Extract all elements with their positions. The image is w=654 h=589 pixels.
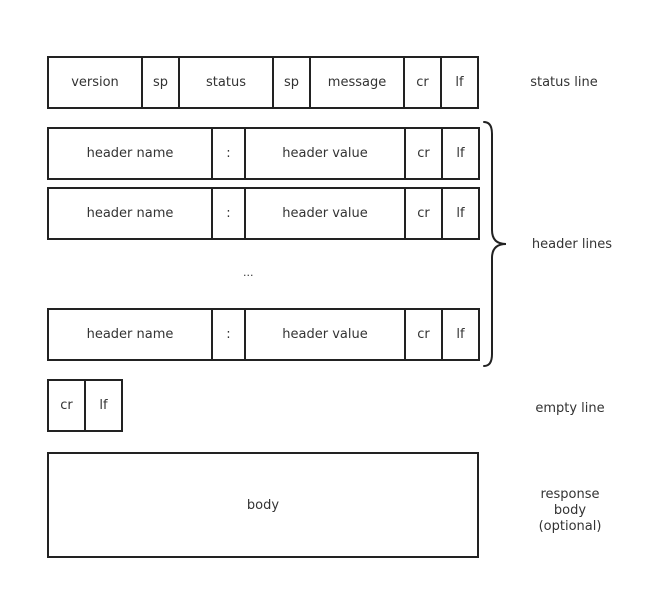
header-lines-brace — [483, 121, 507, 367]
header-value-cell: header value — [244, 127, 406, 180]
header-cr-cell: cr — [404, 127, 443, 180]
response-body-label-line: response — [540, 487, 600, 502]
status-line-cr-cell: cr — [403, 56, 442, 109]
header-lf-cell: lf — [441, 127, 480, 180]
header-lf-cell: lf — [441, 187, 480, 240]
header-ellipsis: ... — [243, 266, 254, 279]
status-line-row: version sp status sp message cr lf — [47, 56, 479, 109]
header-cr-cell: cr — [404, 308, 443, 361]
status-line-label: status line — [530, 75, 598, 90]
response-body-label-line: body — [553, 503, 587, 518]
header-cr-cell: cr — [404, 187, 443, 240]
response-body-label: response body (optional) — [520, 487, 620, 535]
status-line-message-cell: message — [309, 56, 405, 109]
status-line-sp-cell: sp — [272, 56, 311, 109]
status-line-sp-cell: sp — [141, 56, 180, 109]
response-body-text: body — [246, 497, 280, 513]
status-line-lf-cell: lf — [440, 56, 479, 109]
header-lf-cell: lf — [441, 308, 480, 361]
header-colon-cell: : — [211, 308, 246, 361]
response-body-label-line: (optional) — [538, 519, 602, 534]
empty-line-label: empty line — [535, 401, 605, 416]
header-line-row: header name : header value cr lf — [47, 308, 480, 361]
header-name-cell: header name — [47, 308, 213, 361]
empty-line-row: cr lf — [47, 379, 123, 432]
header-lines-label: header lines — [531, 237, 613, 252]
header-value-cell: header value — [244, 187, 406, 240]
header-value-cell: header value — [244, 308, 406, 361]
header-name-cell: header name — [47, 127, 213, 180]
status-line-version-cell: version — [47, 56, 143, 109]
empty-line-lf-cell: lf — [84, 379, 123, 432]
header-line-row: header name : header value cr lf — [47, 127, 480, 180]
header-name-cell: header name — [47, 187, 213, 240]
brace-path — [483, 121, 507, 367]
header-line-row: header name : header value cr lf — [47, 187, 480, 240]
status-line-status-cell: status — [178, 56, 274, 109]
empty-line-cr-cell: cr — [47, 379, 86, 432]
header-colon-cell: : — [211, 127, 246, 180]
response-body-box: body — [47, 452, 479, 558]
header-colon-cell: : — [211, 187, 246, 240]
